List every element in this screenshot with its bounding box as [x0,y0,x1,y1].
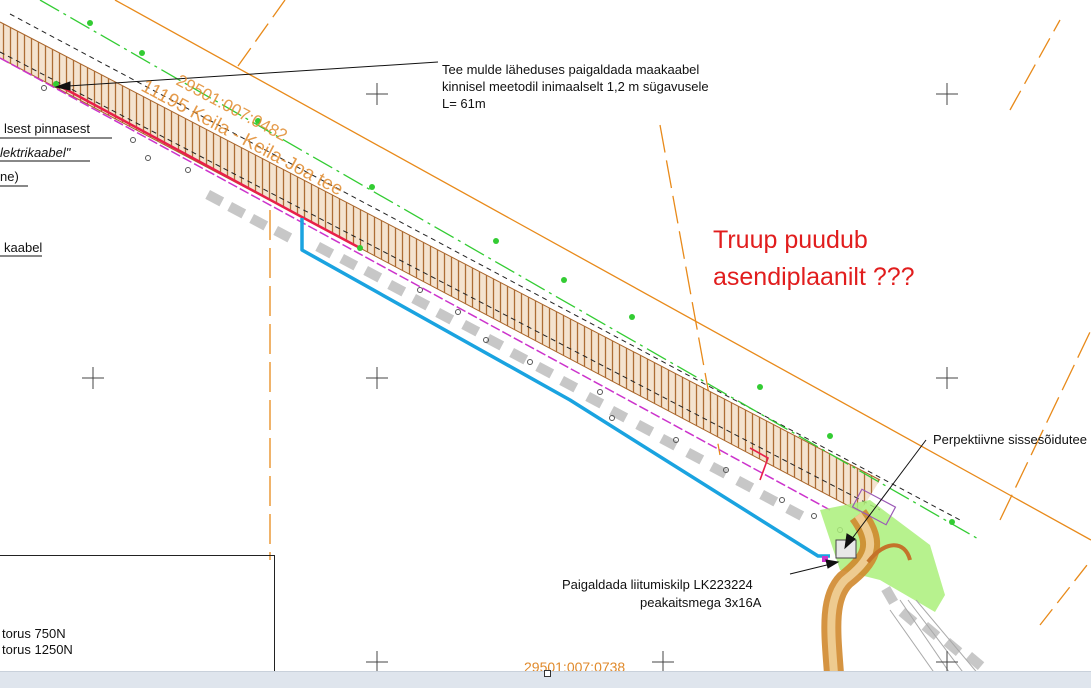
driveway-road [821,509,912,688]
magenta-cable-line [0,57,831,511]
leader-arrow-cable-note [54,81,71,91]
cable-note-line-2: kinnisel meetodil inimaalselt 1,2 m süga… [442,79,709,94]
leader-lines [0,61,927,575]
road-embankment-hatch [0,22,880,512]
leader-line-driveway-note [847,439,927,545]
boundary-line-upper [114,0,1091,541]
road-edge-inner [0,51,881,511]
leader-arrow-driveway-note [844,533,856,550]
left-label-3: ne) [0,169,19,184]
cable-note-line-3: L= 61m [442,96,486,111]
left-label-4: kaabel [4,240,43,255]
red-cable-right-segment [749,447,769,481]
red-cable-route [55,82,361,250]
survey-points [41,85,843,533]
parcel-boundaries [114,0,1091,626]
legend-row-2: torus 1250N [2,642,73,657]
embankment-bottom-edge [0,57,861,513]
culvert-note-line-2: asendiplaanilt ??? [713,263,915,291]
cable-mid-marker [357,245,363,251]
resize-handle[interactable] [544,670,551,677]
cable-note-line-1: Tee mulde läheduses paigaldada maakaabel [442,62,700,77]
boundary-line-top-right [1009,19,1061,111]
left-label-2: lektrikaabel" [0,145,71,160]
culvert-note-line-1: Truup puudub [713,226,868,254]
green-markers [87,20,955,525]
cable-start-marker [53,81,59,87]
legend-box [0,555,275,675]
boundary-line-right-low [1039,559,1091,626]
boundary-line-top-diag [237,0,286,67]
driveway-green-area [820,500,945,612]
boundary-line-right [999,329,1091,521]
leader-line-cable-note [67,61,439,87]
verge-blocks [205,190,985,670]
left-label-1: lsest pinnasest [4,121,90,136]
embankment-top-edge [0,21,881,481]
legend-row-1: torus 750N [2,626,66,641]
connection-note-line-1: Paigaldada liitumiskilp LK223224 [562,577,753,592]
cabinet-marker [822,556,828,562]
connection-note-line-2: peakaitsmega 3x16A [640,595,762,610]
road-edges [0,13,961,521]
driveway-note: Perpektiivne sissesõidutee [933,432,1087,447]
leader-arrow-connection-note [825,559,840,569]
grid-crosshairs [82,83,958,673]
green-dashed-line [39,0,981,541]
